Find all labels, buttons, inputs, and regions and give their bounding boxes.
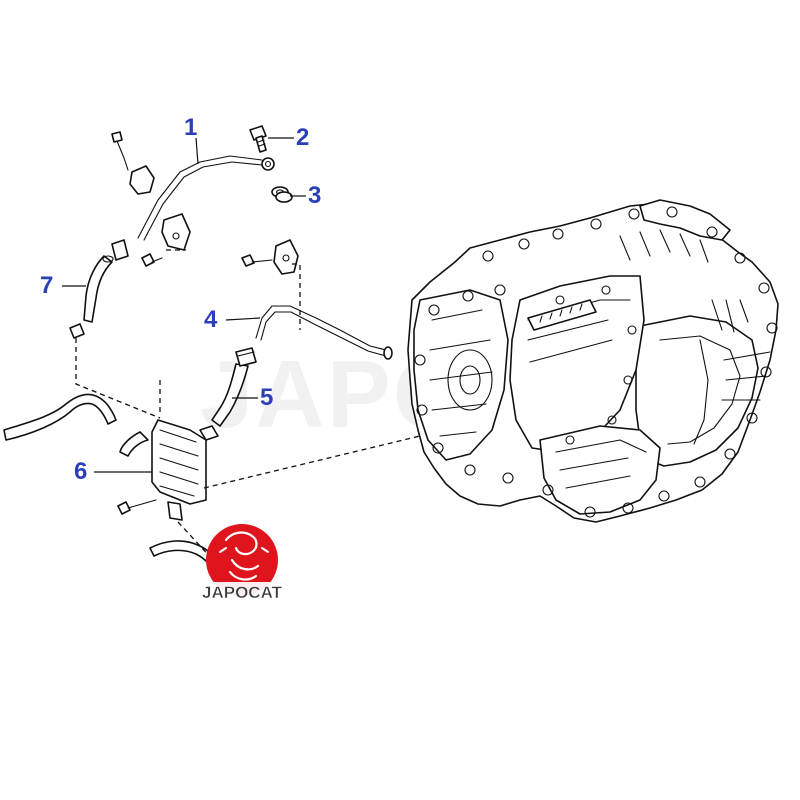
bolt-icon [111, 131, 129, 171]
leader-line-1 [195, 137, 199, 165]
gasket-washer [271, 186, 293, 203]
assembly-line [203, 435, 421, 489]
callout-5: 5 [260, 384, 274, 411]
leader-line-4 [225, 317, 261, 321]
callout-4: 4 [204, 306, 218, 333]
assembly-line [75, 338, 161, 419]
logo-text: JAPOCAT [202, 583, 283, 602]
bolt-icon [117, 499, 157, 515]
callout-3: 3 [308, 182, 322, 209]
hose-clip-icon [69, 323, 85, 339]
union-bolt [249, 125, 267, 153]
hose-left [3, 393, 117, 441]
bolt-icon [241, 254, 273, 267]
assembly-line [292, 263, 301, 330]
callout-1: 1 [184, 114, 198, 141]
callout-6: 6 [74, 458, 88, 485]
callout-2: 2 [296, 124, 310, 151]
callout-7: 7 [40, 272, 54, 299]
transaxle-assembly [407, 199, 779, 523]
oil-cooler-pipe-4 [255, 239, 393, 360]
hose-5 [211, 347, 257, 427]
oil-cooler-pipe [111, 155, 275, 261]
hose-7 [83, 255, 114, 323]
bolt-icon [141, 253, 163, 267]
oil-cooler [119, 419, 219, 521]
japocat-logo: JAPOCAT [198, 524, 286, 602]
